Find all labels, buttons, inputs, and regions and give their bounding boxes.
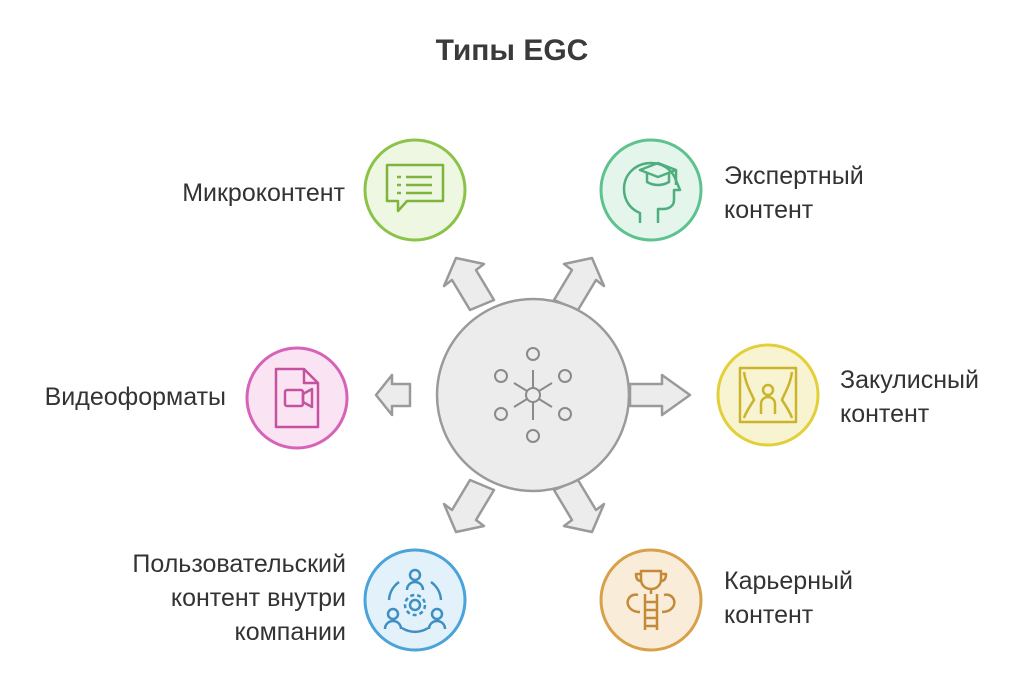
item-expert-node [599,138,703,242]
arrow-right [628,373,692,417]
item-microcontent-label: Микроконтент [100,176,345,210]
label-line: Экспертный [724,162,864,190]
diagram-title: Типы EGC [435,34,589,67]
network-hub-icon [494,347,572,443]
item-career-label: Карьерный контент [724,564,954,632]
item-video-label: Видеоформаты [10,380,226,414]
label-line: Видеоформаты [44,383,226,411]
arrow-down-left [442,478,496,534]
arrow-up-left [442,256,496,312]
label-line: контент внутри [170,584,346,612]
arrow-up-right [552,256,606,312]
graduate-head-icon [622,161,682,223]
item-video-node [245,346,349,450]
item-backstage-node [716,343,820,447]
label-line: Карьерный [724,567,853,595]
stage-curtain-icon [738,366,798,424]
arrow-left [374,373,412,417]
center-circle [435,297,631,493]
item-employee-label: Пользовательский контент внутри компании [40,547,346,649]
chat-list-icon [385,163,445,213]
label-line: контент [840,400,930,428]
item-expert-label: Экспертный контент [724,159,954,227]
trophy-ladder-icon [626,569,676,630]
label-line: Закулисный [840,366,979,394]
label-line: Микроконтент [182,179,345,207]
video-file-icon [274,367,320,429]
label-line: компании [234,618,347,646]
label-line: контент [724,601,814,629]
team-gear-icon [383,568,447,633]
item-backstage-label: Закулисный контент [840,363,1020,431]
item-microcontent-node [363,138,467,242]
arrow-down-right [552,478,606,534]
item-employee-node [363,548,467,652]
item-career-node [599,548,703,652]
label-line: Пользовательский [132,550,346,578]
label-line: контент [724,196,814,224]
center-hub [374,256,692,534]
